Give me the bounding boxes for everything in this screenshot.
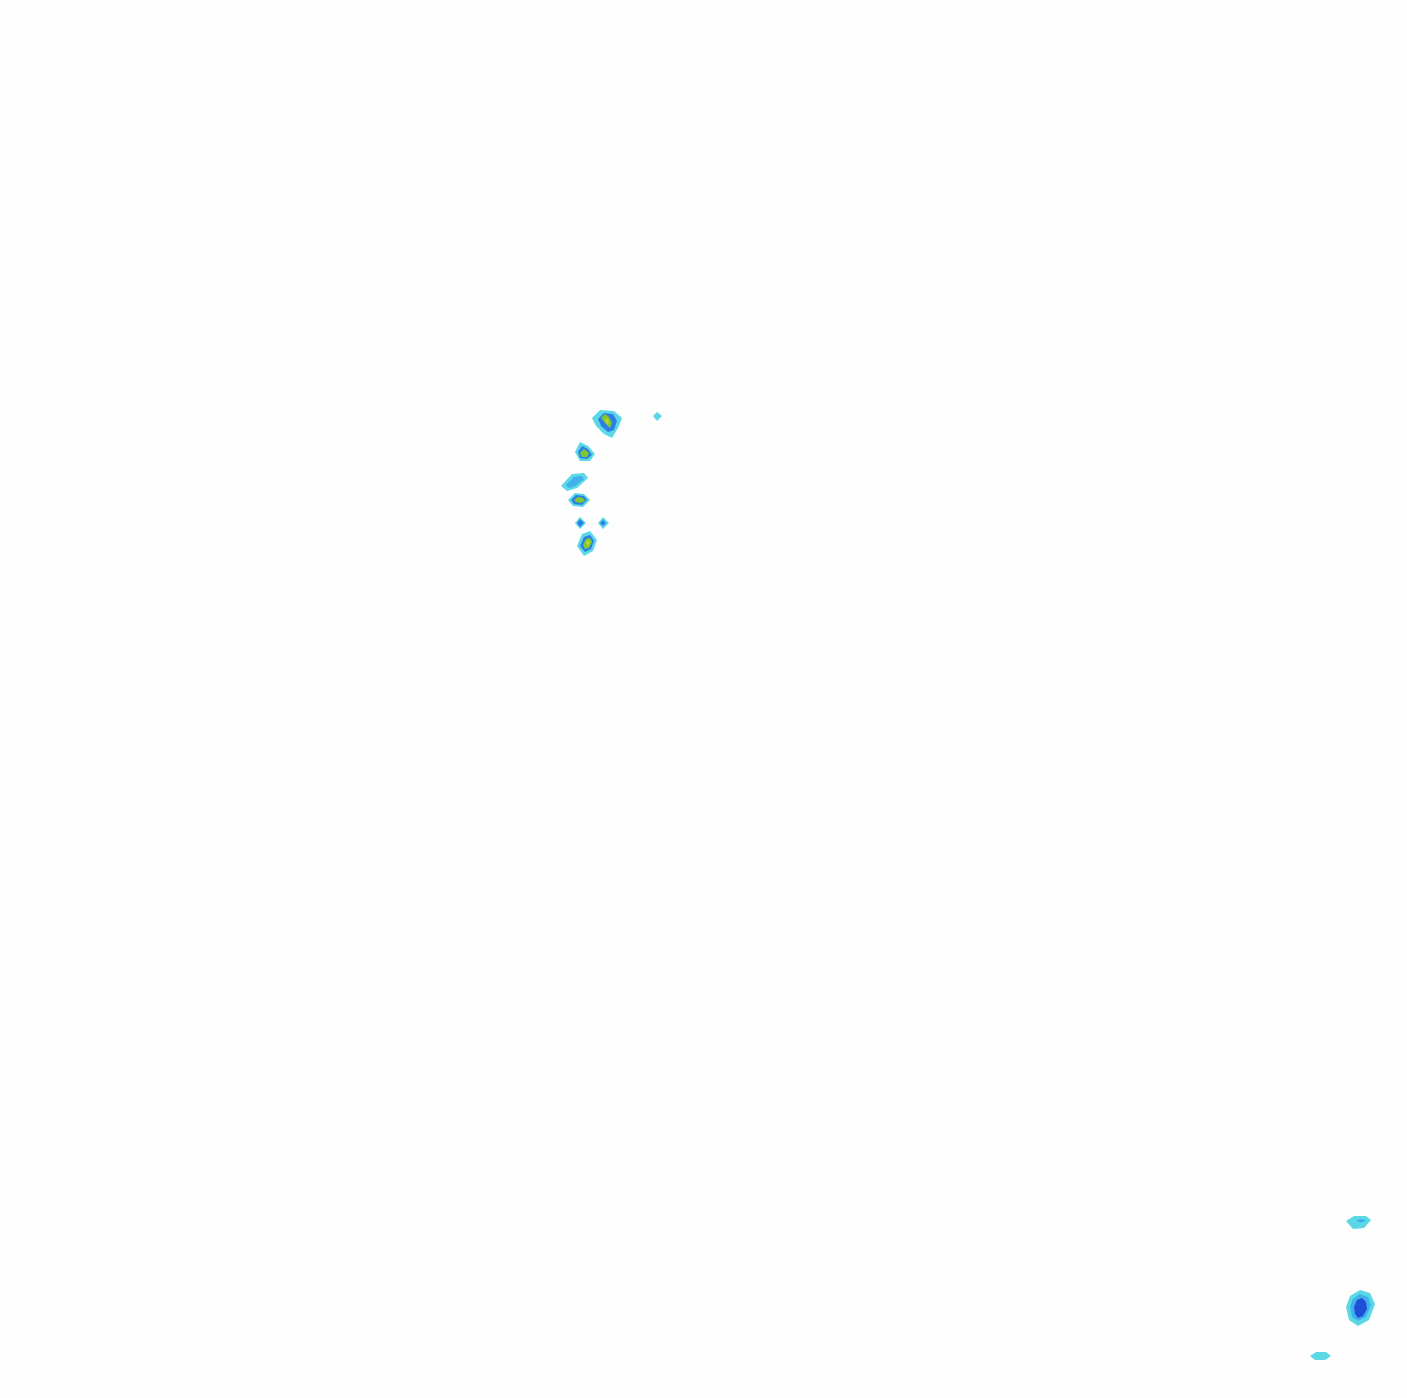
contour-level-3 (577, 519, 584, 527)
contour-cell (1346, 1290, 1375, 1326)
contour-cell (577, 531, 597, 556)
contour-level-1 (1310, 1352, 1331, 1360)
contour-level-1 (1346, 1216, 1371, 1229)
contour-cell (592, 410, 622, 438)
contour-cell (561, 473, 588, 491)
contour-level-2 (1356, 1219, 1366, 1223)
cell-cluster-southeast (1310, 1216, 1375, 1360)
contour-level-3 (600, 520, 606, 526)
contour-cell (1310, 1352, 1331, 1360)
contour-level-6 (605, 418, 609, 425)
contour-cell (598, 517, 609, 529)
contour-cell (568, 493, 590, 507)
contour-level-5 (574, 497, 585, 503)
contour-level-1 (653, 412, 662, 421)
contour-level-2 (566, 476, 584, 488)
contour-level-5 (580, 449, 589, 457)
contour-cell (575, 442, 595, 461)
contour-cell (575, 517, 586, 529)
cell-cluster-north (561, 410, 662, 556)
contour-cell (1346, 1216, 1371, 1229)
contour-level-4 (1354, 1298, 1367, 1318)
contour-level-6 (586, 540, 590, 546)
